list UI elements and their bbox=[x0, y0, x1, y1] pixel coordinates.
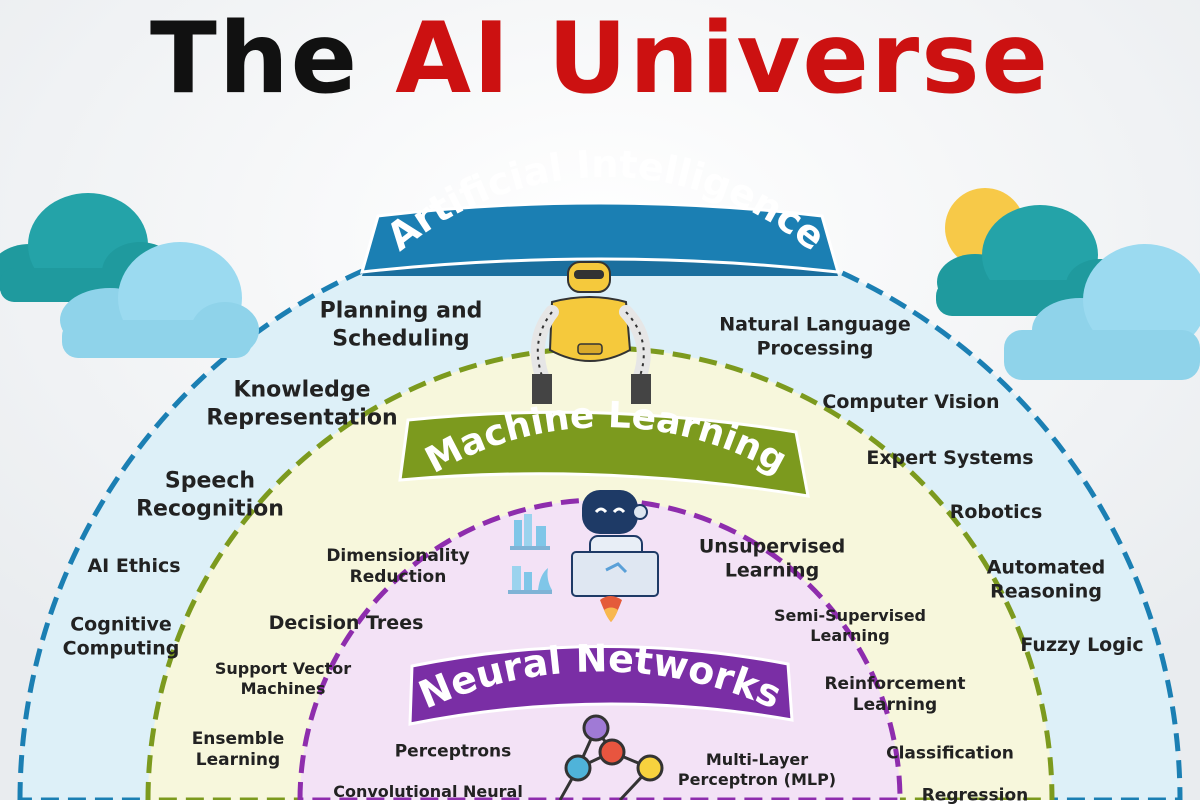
ai-topic: AI Ethics bbox=[87, 555, 181, 578]
title-part-1: The bbox=[149, 2, 360, 116]
ai-topic: Fuzzy Logic bbox=[1020, 634, 1144, 657]
robot-laptop-icon bbox=[571, 490, 659, 622]
ml-topic: Decision Trees bbox=[268, 612, 424, 635]
cloud-icon bbox=[0, 193, 259, 358]
ai-topic: Expert Systems bbox=[866, 447, 1034, 470]
title-part-2: AI Universe bbox=[395, 2, 1051, 116]
nn-topic: Perceptrons bbox=[394, 741, 512, 762]
neural-network-icon bbox=[558, 714, 664, 800]
cloud-icon bbox=[936, 205, 1200, 380]
ai-topic: Robotics bbox=[949, 501, 1043, 524]
robot-arms-icon bbox=[530, 261, 651, 404]
nn-topic: Convolutional Neural bbox=[333, 782, 523, 801]
ai-topic: Regression bbox=[921, 785, 1029, 806]
page-title: The AI Universe bbox=[0, 4, 1200, 114]
bookshelf-icon bbox=[508, 514, 552, 594]
ai-topic: Computer Vision bbox=[822, 391, 1000, 414]
ai-topic: Classification bbox=[886, 743, 1014, 764]
